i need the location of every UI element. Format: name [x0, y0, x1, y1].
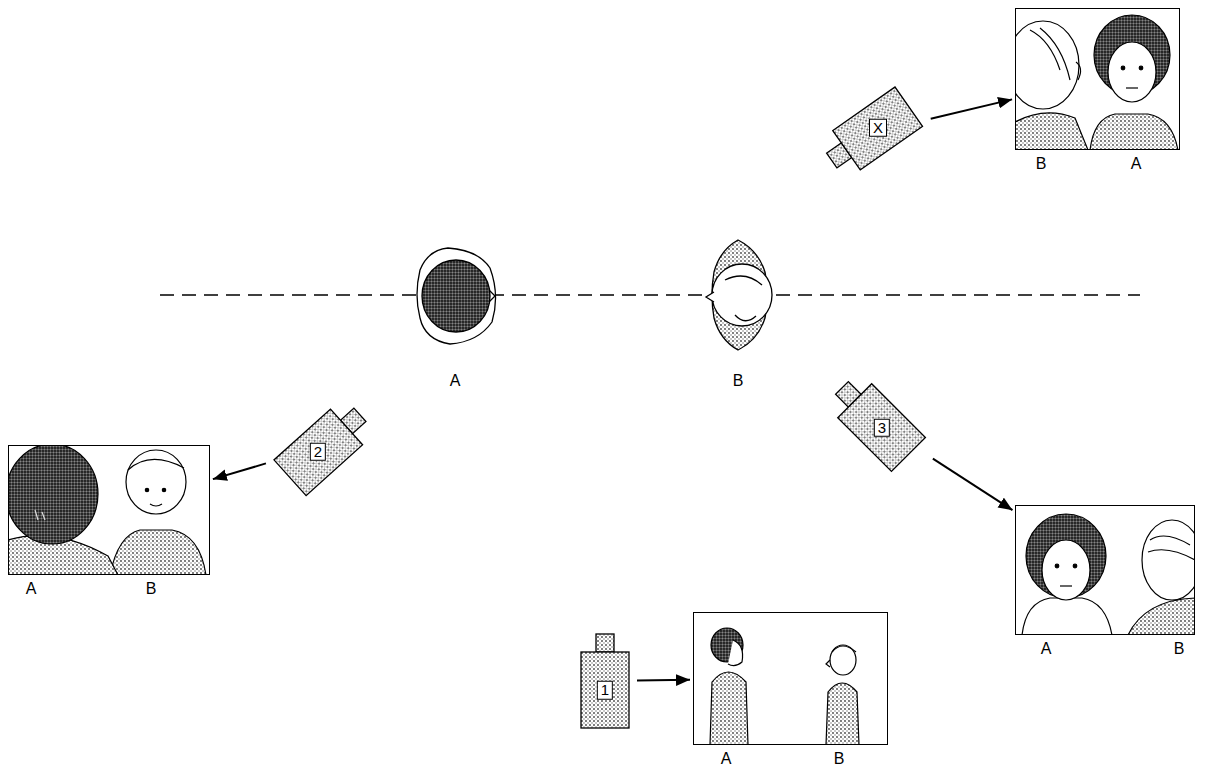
camera-number: 2 [310, 443, 326, 462]
axis-line [160, 294, 1140, 296]
person-label: A [1041, 640, 1052, 658]
shot-frame: BA [1015, 8, 1180, 150]
person-label: A [721, 750, 732, 768]
person-label: A [450, 372, 461, 390]
shot-arrow [931, 99, 1012, 118]
shot-frame: AB [1015, 505, 1195, 635]
camera-symbol: 3 [823, 369, 927, 473]
person-b-top-view [706, 240, 772, 350]
person-label: B [733, 372, 744, 390]
person-label: B [1174, 640, 1185, 658]
camera-number: 3 [874, 419, 890, 438]
person-label: A [1131, 155, 1142, 173]
shot-frame: AB [8, 445, 210, 575]
person-label: B [834, 750, 845, 768]
camera-symbol: 2 [272, 395, 378, 498]
shot-frame: AB [693, 612, 888, 745]
camera-number: X [869, 119, 887, 138]
frame-3-picture [1022, 514, 1195, 635]
person-label: B [146, 580, 157, 598]
shot-arrow [637, 679, 690, 682]
person-label: B [1036, 155, 1047, 173]
frame-2-picture [8, 445, 206, 575]
camera-number: 1 [597, 681, 613, 700]
shot-arrow [213, 463, 266, 479]
person-label: A [26, 580, 37, 598]
camera-symbol: 1 [579, 632, 631, 730]
person-a-top-view [417, 248, 496, 344]
camera-symbol: X [816, 85, 925, 182]
shot-arrow [933, 459, 1013, 511]
frame-1-picture [710, 628, 859, 745]
frame-x-picture [1015, 15, 1178, 150]
